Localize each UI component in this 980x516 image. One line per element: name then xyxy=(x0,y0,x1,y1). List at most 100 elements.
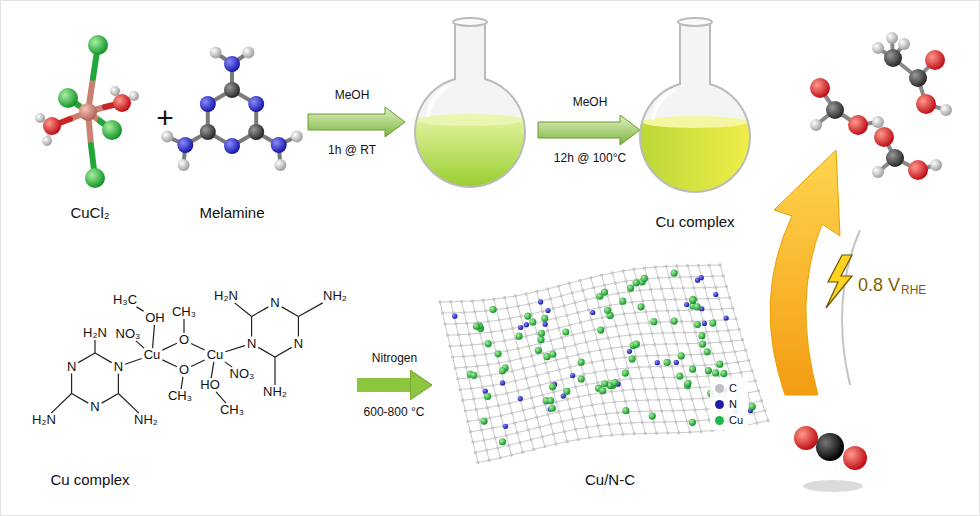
carbon-atom xyxy=(648,365,651,368)
carbon-atom xyxy=(602,402,605,405)
cucl2-molecule xyxy=(35,35,139,188)
carbon-atom xyxy=(728,372,731,375)
legend-swatch xyxy=(715,400,724,409)
copper-atom xyxy=(712,369,719,376)
carbon-atom xyxy=(642,343,645,346)
carbon-atom xyxy=(663,420,666,423)
carbon-atom xyxy=(596,381,599,384)
carbon-atom xyxy=(614,324,617,327)
lightning-symbol xyxy=(826,255,852,308)
chemical-bond xyxy=(274,357,275,385)
carbon-atom xyxy=(579,321,582,324)
carbon-atom xyxy=(527,428,530,431)
carbon-atom xyxy=(541,310,544,313)
carbon-atom xyxy=(708,264,711,267)
graphene-bond xyxy=(515,296,556,444)
carbon-atom xyxy=(588,393,591,396)
atom-label: N xyxy=(114,359,123,374)
carbon-atom xyxy=(621,433,624,436)
chemical-bond xyxy=(78,353,95,363)
cucl2-molecule xyxy=(35,35,139,188)
carbon-atom xyxy=(524,377,527,380)
carbon-atom xyxy=(576,311,579,314)
arrow-shadow-line xyxy=(842,230,860,385)
carbon-atom xyxy=(511,369,514,372)
carbon-atom xyxy=(655,309,658,312)
plus-sign: + xyxy=(156,101,174,136)
chemical-bond xyxy=(51,394,71,414)
carbon-atom xyxy=(643,266,646,269)
cucl2-molecule xyxy=(58,88,78,108)
carbon-atom xyxy=(585,383,588,386)
atom-label: NO₃ xyxy=(230,367,255,382)
carbon-atom xyxy=(674,298,677,301)
carbon-atom xyxy=(664,342,667,345)
carbon-atom xyxy=(685,297,688,300)
copper-atom xyxy=(473,323,480,330)
carbon-atom xyxy=(557,326,560,329)
carbon-atom xyxy=(521,409,524,412)
nitrogen-atom xyxy=(524,322,529,327)
carbon-atom xyxy=(620,345,623,348)
legend-row: C xyxy=(715,380,743,396)
carbon-atom xyxy=(562,304,565,307)
co2-molecule xyxy=(803,480,863,492)
atom-label: N xyxy=(294,336,303,351)
copper-atom xyxy=(649,412,656,419)
carbon-atom xyxy=(678,275,681,278)
carbon-atom xyxy=(763,409,766,412)
copper-atom xyxy=(720,370,727,377)
carbon-atom xyxy=(574,428,577,431)
carbon-atom xyxy=(711,275,714,278)
molecule-panel: Melamine xyxy=(180,25,290,225)
carbon-atom xyxy=(677,309,680,312)
carbon-atom xyxy=(571,333,574,336)
carbon-atom xyxy=(492,341,495,344)
carbon-atom xyxy=(623,356,626,359)
flask-panel: Cu complex xyxy=(640,15,750,235)
carbon-atom xyxy=(538,425,541,428)
nitrogen-atom xyxy=(702,321,707,326)
chemical-bond xyxy=(251,317,252,337)
copper-atom xyxy=(541,315,548,322)
atom-label: N xyxy=(270,296,279,311)
product-molecules xyxy=(916,94,936,114)
carbon-atom xyxy=(630,300,633,303)
co2-molecule xyxy=(843,446,867,470)
carbon-atom xyxy=(607,423,610,426)
carbon-atom xyxy=(546,371,549,374)
graphene-bond xyxy=(494,299,534,449)
carbon-atom xyxy=(750,369,753,372)
carbon-atom xyxy=(708,341,711,344)
atom-label: NO₃ xyxy=(116,327,141,342)
copper-atom xyxy=(578,359,585,366)
carbon-atom xyxy=(478,375,481,378)
flask xyxy=(640,22,750,192)
carbon-atom xyxy=(578,279,581,282)
copper-atom xyxy=(549,383,556,390)
carbon-atom xyxy=(508,402,511,405)
melamine-molecule xyxy=(242,47,254,59)
carbon-atom xyxy=(660,287,663,290)
flask xyxy=(415,18,525,187)
carbon-atom xyxy=(566,398,569,401)
chemical-bond xyxy=(181,377,183,389)
copper-atom xyxy=(562,328,569,335)
copper-atom xyxy=(689,366,696,373)
carbon-atom xyxy=(624,399,627,402)
graphene-bond xyxy=(602,275,646,433)
carbon-atom xyxy=(524,292,527,295)
carbon-atom xyxy=(524,418,527,421)
atom-label: CH₃ xyxy=(168,389,192,404)
carbon-atom xyxy=(587,308,590,311)
carbon-atom xyxy=(471,440,474,443)
carbon-atom xyxy=(593,371,596,374)
melamine-molecule xyxy=(177,137,193,153)
chemical-bond xyxy=(125,359,142,365)
carbon-atom xyxy=(474,451,477,454)
nitrogen-atom xyxy=(538,299,543,304)
condition-label: MeOH xyxy=(335,89,370,103)
carbon-atom xyxy=(618,378,621,381)
carbon-atom xyxy=(609,304,612,307)
